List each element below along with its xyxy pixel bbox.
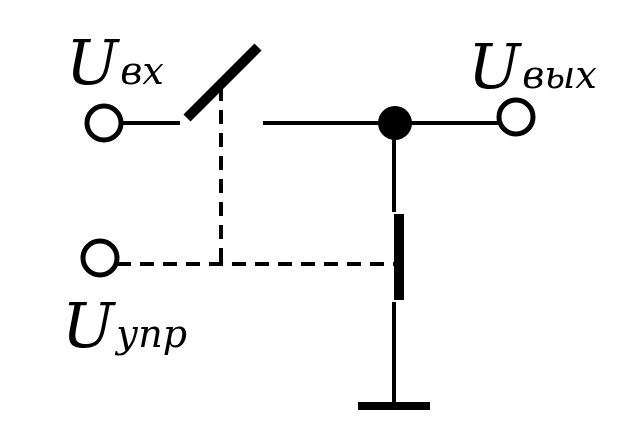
control-label: Uупр bbox=[62, 289, 187, 362]
input-label-main: U bbox=[66, 26, 120, 99]
input-terminal bbox=[84, 103, 124, 143]
output-label: Uвых bbox=[468, 30, 597, 103]
output-label-sub: вых bbox=[522, 53, 597, 97]
control-label-main: U bbox=[62, 289, 116, 362]
control-terminal bbox=[80, 238, 120, 278]
input-label-sub: вх bbox=[120, 49, 164, 93]
switch-blade bbox=[183, 43, 262, 122]
input-label: Uвх bbox=[66, 26, 164, 99]
output-label-main: U bbox=[468, 30, 522, 103]
output-terminal bbox=[496, 97, 536, 137]
control-label-sub: упр bbox=[114, 312, 187, 356]
